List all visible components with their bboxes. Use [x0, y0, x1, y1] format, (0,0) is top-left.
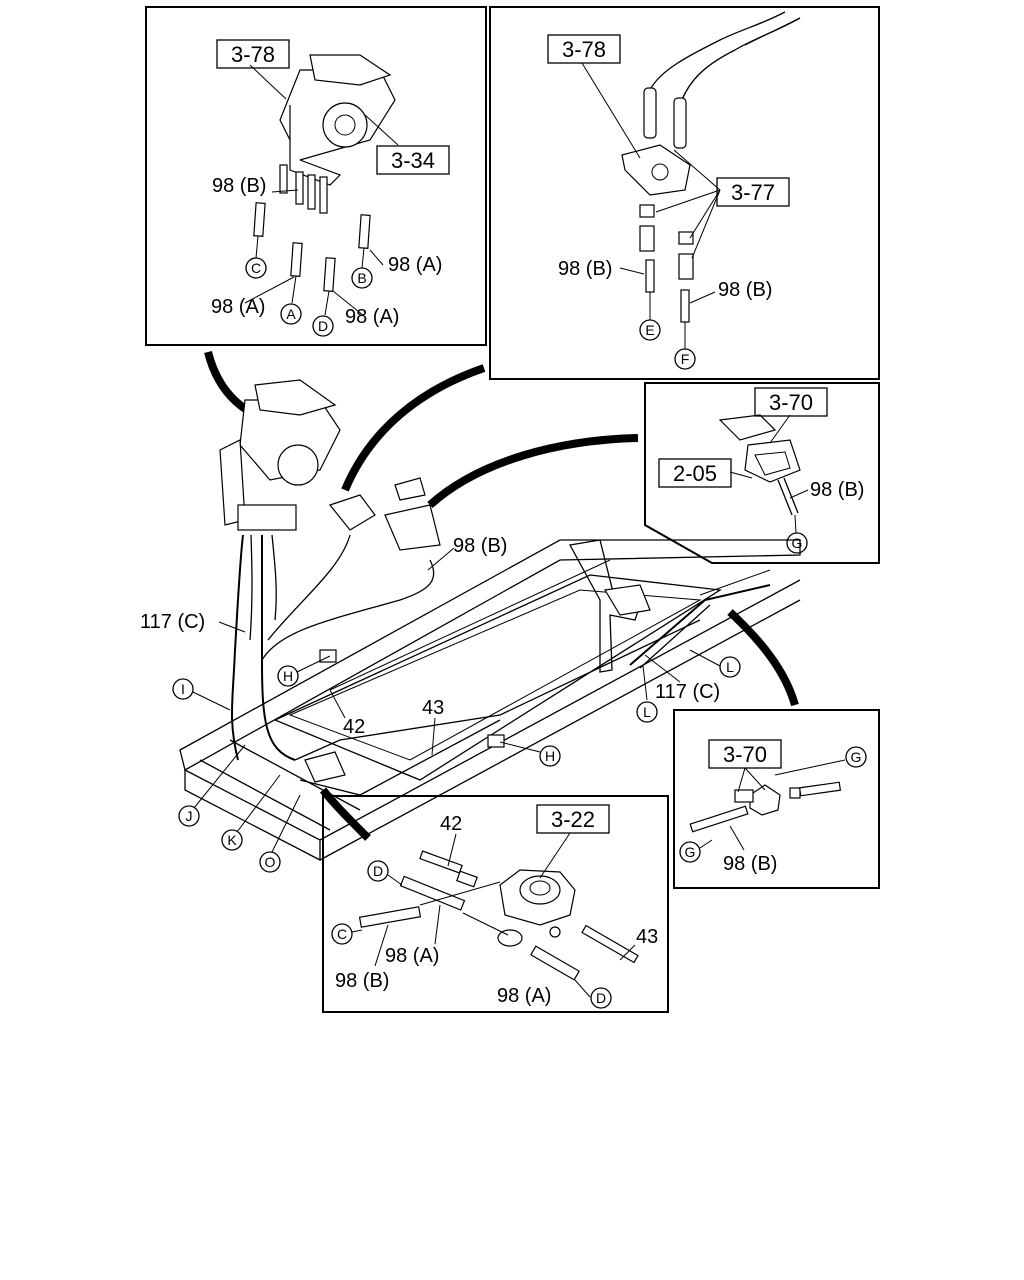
- label-42-main: 42: [343, 716, 365, 738]
- ref-3-34: 3-34: [391, 148, 435, 173]
- connector-k: K: [227, 832, 237, 848]
- detail-panel-connector: 3-70 98 (B) G G: [673, 709, 880, 889]
- connector-h-left: H: [283, 668, 293, 684]
- connector-c-panel5: C: [337, 926, 347, 942]
- connector-d-panel1: D: [318, 318, 328, 334]
- connector-i: I: [181, 681, 185, 697]
- connector-g-bottom-panel4: G: [685, 844, 696, 860]
- connector-j: J: [186, 808, 193, 824]
- label-43-panel5: 43: [636, 926, 658, 948]
- ref-3-78-panel2: 3-78: [562, 37, 606, 62]
- connector-b-panel1: B: [357, 270, 366, 286]
- label-42-panel5: 42: [440, 813, 462, 835]
- label-98b-left-panel2: 98 (B): [558, 258, 612, 280]
- label-98b-panel5: 98 (B): [335, 970, 389, 992]
- ref-3-78-panel1: 3-78: [231, 42, 275, 67]
- label-98a-left-panel1: 98 (A): [211, 296, 265, 318]
- connector-e-panel2: E: [645, 322, 654, 338]
- main-assembly: 98 (B) 117 (C) 117 (C) 42 43 H H L L I J…: [140, 350, 801, 873]
- connector-g-top-panel4: G: [851, 749, 862, 765]
- connector-d-bottom-panel5: D: [596, 990, 606, 1006]
- ref-3-77: 3-77: [731, 180, 775, 205]
- connector-a-panel1: A: [286, 306, 296, 322]
- label-43-main: 43: [422, 697, 444, 719]
- label-98b-panel1: 98 (B): [212, 175, 266, 197]
- label-98a-bottom-panel1: 98 (A): [345, 306, 399, 328]
- label-98a-bottom-panel5: 98 (A): [497, 985, 551, 1007]
- label-117c-left: 117 (C): [140, 611, 205, 633]
- ref-3-70-panel4: 3-70: [723, 742, 767, 767]
- connector-c-panel1: C: [251, 260, 261, 276]
- detail-panel-injection-pump: 3-78 3-34 98 (B) 98 (A) 98 (A) 98 (A) C …: [145, 6, 487, 346]
- ref-2-05: 2-05: [673, 461, 717, 486]
- connector-h-right: H: [545, 748, 555, 764]
- label-98a-left-panel5: 98 (A): [385, 945, 439, 967]
- detail-panel-feed-pump: 3-22 42 43 98 (A) 98 (B) 98 (A) D C D: [322, 795, 669, 1013]
- detail-panel-filter-bracket: 3-78 3-77 98 (B) 98 (B) E F: [489, 6, 880, 380]
- connector-g-panel3: G: [792, 535, 803, 551]
- ref-3-22: 3-22: [551, 807, 595, 832]
- label-98b-panel3: 98 (B): [810, 479, 864, 501]
- label-98b-right-panel2: 98 (B): [718, 279, 772, 301]
- label-98b-main: 98 (B): [453, 535, 507, 557]
- ref-3-70-panel3: 3-70: [769, 390, 813, 415]
- connector-f-panel2: F: [681, 351, 690, 367]
- connector-l-bottom: L: [643, 704, 651, 720]
- connector-d-top-panel5: D: [373, 863, 383, 879]
- connector-o: O: [265, 854, 276, 870]
- connector-l-right: L: [726, 659, 734, 675]
- label-98a-right-panel1: 98 (A): [388, 254, 442, 276]
- label-98b-panel4: 98 (B): [723, 853, 777, 875]
- detail-panel-priming-pump: 3-70 2-05 98 (B) G: [644, 382, 880, 564]
- label-117c-right: 117 (C): [655, 681, 720, 703]
